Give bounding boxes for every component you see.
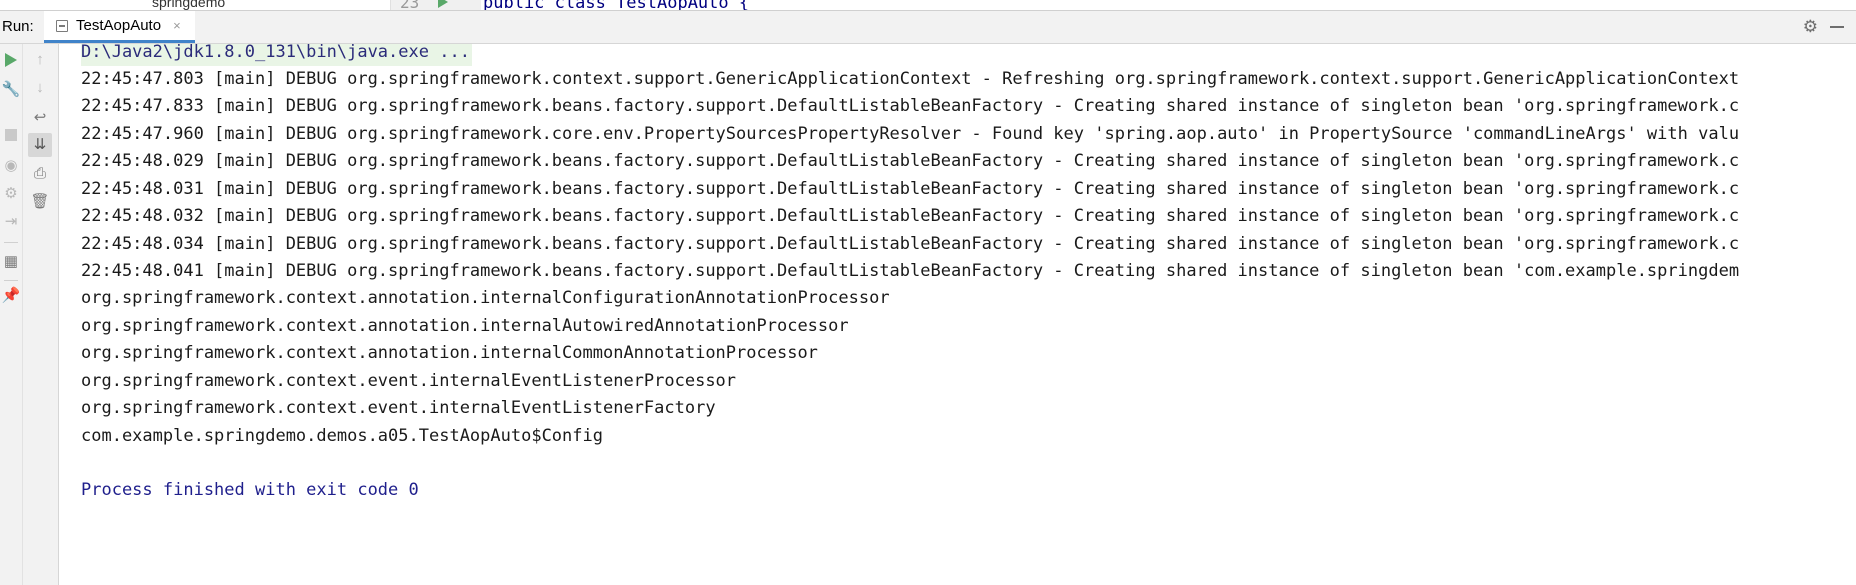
command-line: D:\Java2\jdk1.8.0_131\bin\java.exe ... <box>81 44 472 66</box>
log-line: 22:45:48.029 [main] DEBUG org.springfram… <box>81 151 1740 171</box>
bean-line: org.springframework.context.event.intern… <box>81 398 716 418</box>
line-number: 23 <box>400 0 420 10</box>
log-line: 22:45:48.031 [main] DEBUG org.springfram… <box>81 179 1740 199</box>
minimize-icon[interactable] <box>1830 26 1844 28</box>
settings-dim-icon[interactable]: ⚙ <box>4 185 18 202</box>
trash-icon[interactable]: 🗑 <box>30 193 50 210</box>
close-icon[interactable]: × <box>173 18 181 33</box>
run-toolbar-secondary: ↑ ↓ ↩ ⇊ ⎙ 🗑 <box>23 44 59 585</box>
wrench-icon[interactable]: 🔧 <box>1 81 21 98</box>
scroll-to-end-icon[interactable]: ⇊ <box>28 133 52 157</box>
rerun-icon[interactable] <box>4 52 18 68</box>
log-line: 22:45:47.960 [main] DEBUG org.springfram… <box>81 124 1740 144</box>
tab-label: TestAopAuto <box>76 17 162 34</box>
stop-icon[interactable] <box>5 129 17 141</box>
log-line: 22:45:48.032 [main] DEBUG org.springfram… <box>81 206 1740 226</box>
bean-line: org.springframework.context.annotation.i… <box>81 316 849 336</box>
log-line: 22:45:48.041 [main] DEBUG org.springfram… <box>81 261 1740 281</box>
console-output[interactable]: D:\Java2\jdk1.8.0_131\bin\java.exe ... 2… <box>59 44 1856 585</box>
project-tree-node[interactable]: springdemo <box>152 0 226 10</box>
soft-wrap-icon[interactable]: ↩ <box>33 109 47 126</box>
code-line[interactable]: public class TestAopAuto { <box>483 0 750 10</box>
toolbar-separator <box>4 280 18 281</box>
editor-strip: springdemo 23 public class TestAopAuto { <box>0 0 1856 10</box>
down-arrow-icon[interactable]: ↓ <box>36 79 44 96</box>
gear-icon[interactable]: ⚙ <box>1802 17 1818 36</box>
print-icon[interactable]: ⎙ <box>33 165 46 182</box>
exit-icon[interactable]: ⇥ <box>4 213 18 230</box>
camera-icon[interactable]: ◉ <box>4 157 18 174</box>
log-line: 22:45:47.833 [main] DEBUG org.springfram… <box>81 96 1740 116</box>
pin-icon[interactable]: 📌 <box>1 287 21 304</box>
toolbar-separator <box>4 242 18 243</box>
bean-line: org.springframework.context.annotation.i… <box>81 288 890 308</box>
run-label: Run: <box>2 18 34 35</box>
run-config-icon <box>56 19 70 33</box>
run-tool-window-header: Run: TestAopAuto × ⚙ <box>0 10 1856 44</box>
bean-line: com.example.springdemo.demos.a05.TestAop… <box>81 426 603 446</box>
editor-gutter <box>390 0 481 10</box>
run-toolbar-primary: 🔧 ◉ ⚙ ⇥ ▦ 📌 <box>0 44 23 585</box>
tab-testaopauto[interactable]: TestAopAuto × <box>44 11 195 43</box>
up-arrow-icon[interactable]: ↑ <box>36 51 44 68</box>
run-gutter-icon[interactable] <box>438 0 448 8</box>
bean-line: org.springframework.context.event.intern… <box>81 371 737 391</box>
exit-status-line: Process finished with exit code 0 <box>81 480 419 500</box>
log-line: 22:45:47.803 [main] DEBUG org.springfram… <box>81 69 1740 89</box>
bean-line: org.springframework.context.annotation.i… <box>81 343 818 363</box>
log-line: 22:45:48.034 [main] DEBUG org.springfram… <box>81 234 1740 254</box>
layout-icon[interactable]: ▦ <box>3 253 19 270</box>
